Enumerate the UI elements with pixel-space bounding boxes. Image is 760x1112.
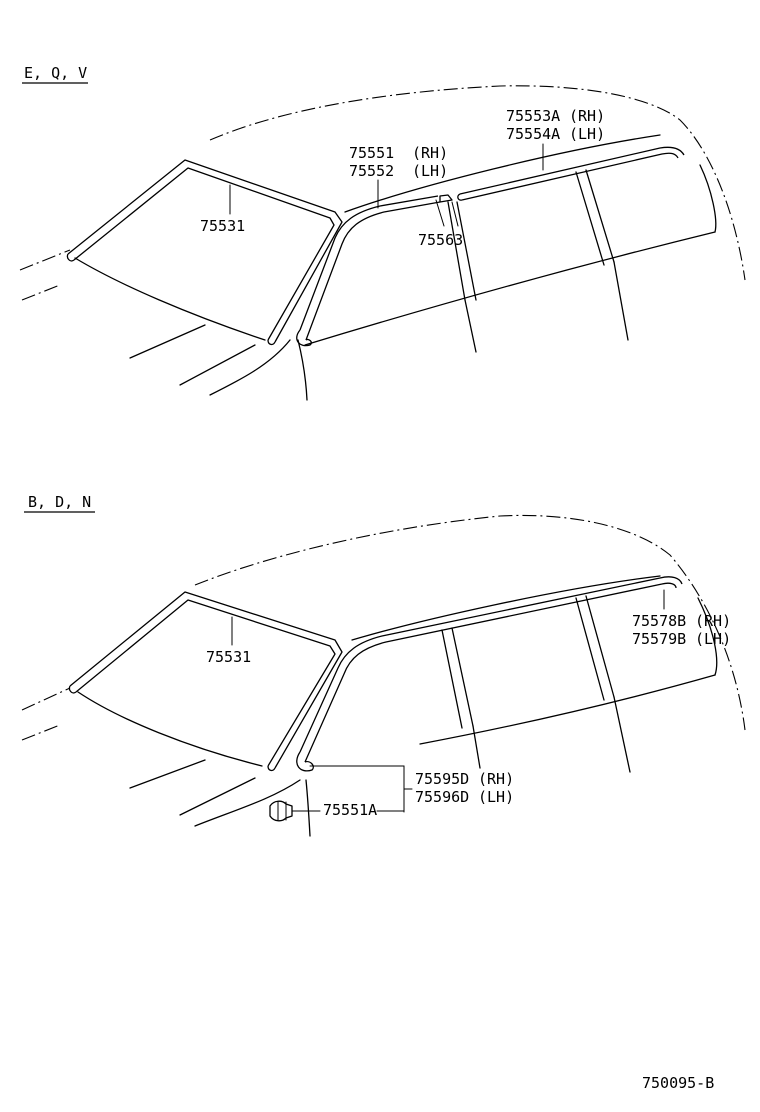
callout-label: 75552 [349,162,394,180]
callout-side: (LH) [412,162,448,180]
windshield-molding-top [66,159,343,346]
callout-side: (RH) [412,144,448,162]
callout-label: 75563 [418,231,463,249]
callout-side: (LH) [695,630,731,648]
callout-label: 75554A [506,125,560,143]
callout-side: (RH) [478,770,514,788]
diagram-code: 750095-B [642,1074,714,1092]
callout-label: 75551 [349,144,394,162]
callouts-top: 75531 75551 (RH) 75552 (LH) 75553A (RH) … [200,107,605,249]
callout-side: (LH) [478,788,514,806]
car-outline-top [19,85,746,401]
roof-drip-molding-top [296,146,685,347]
callout-label: 75579B [632,630,686,648]
callout-side: (RH) [695,612,731,630]
section-bottom: B, D, N [21,493,746,837]
callout-label: 75551A [323,801,377,819]
callouts-bottom: 75531 75578B (RH) 75579B (LH) 75595D (RH… [206,589,731,819]
variant-label-bottom: B, D, N [28,493,91,511]
callout-label: 75553A [506,107,560,125]
callout-label: 75531 [200,217,245,235]
roof-drip-molding-bottom [296,576,683,772]
callout-side: (RH) [569,107,605,125]
callout-label: 75595D [415,770,469,788]
callout-label: 75578B [632,612,686,630]
clip-75551A [269,800,303,822]
callout-label: 75531 [206,648,251,666]
windshield-molding-bottom [68,591,343,772]
section-top: E, Q, V [19,64,746,401]
callout-side: (LH) [569,125,605,143]
car-outline-bottom [21,514,746,837]
variant-label-top: E, Q, V [24,64,87,82]
callout-label: 75596D [415,788,469,806]
